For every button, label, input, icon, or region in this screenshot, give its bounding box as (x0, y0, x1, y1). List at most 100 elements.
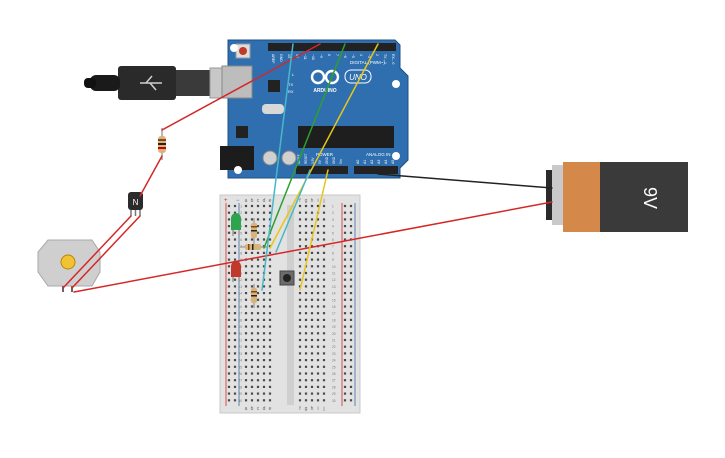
breadboard-hole[interactable] (262, 372, 266, 375)
breadboard-hole[interactable] (256, 318, 260, 321)
breadboard-hole[interactable] (322, 325, 326, 328)
breadboard-hole[interactable] (262, 204, 266, 208)
breadboard-hole[interactable] (322, 379, 326, 382)
breadboard-hole[interactable] (304, 225, 308, 228)
breadboard-hole[interactable] (343, 399, 347, 402)
breadboard-hole[interactable] (233, 318, 237, 321)
breadboard-hole[interactable] (316, 399, 320, 402)
breadboard-hole[interactable] (262, 332, 266, 335)
breadboard-hole[interactable] (250, 285, 254, 288)
breadboard-hole[interactable] (233, 238, 237, 241)
breadboard-holes[interactable] (227, 204, 353, 402)
breadboard-hole[interactable] (349, 278, 353, 281)
breadboard-hole[interactable] (310, 399, 314, 402)
breadboard-hole[interactable] (316, 278, 320, 281)
breadboard-hole[interactable] (322, 258, 326, 261)
breadboard-hole[interactable] (268, 245, 272, 248)
breadboard-hole[interactable] (233, 392, 237, 395)
breadboard-hole[interactable] (244, 399, 248, 402)
breadboard-hole[interactable] (244, 325, 248, 328)
breadboard-hole[interactable] (304, 399, 308, 402)
breadboard-hole[interactable] (304, 204, 308, 208)
breadboard-hole[interactable] (250, 265, 254, 268)
breadboard-hole[interactable] (250, 332, 254, 335)
green-led[interactable] (231, 213, 241, 236)
wires[interactable] (62, 43, 553, 293)
breadboard-hole[interactable] (298, 399, 302, 402)
breadboard-hole[interactable] (256, 298, 260, 301)
breadboard-hole[interactable] (250, 238, 254, 241)
breadboard-hole[interactable] (256, 399, 260, 402)
analog-header[interactable] (354, 166, 398, 174)
breadboard-hole[interactable] (233, 399, 237, 402)
breadboard-hole[interactable] (316, 318, 320, 321)
breadboard-hole[interactable] (256, 231, 260, 234)
breadboard-hole[interactable] (268, 265, 272, 268)
breadboard-hole[interactable] (227, 365, 231, 368)
breadboard-hole[interactable] (304, 372, 308, 375)
breadboard-hole[interactable] (349, 285, 353, 288)
breadboard-hole[interactable] (233, 365, 237, 368)
breadboard-hole[interactable] (298, 332, 302, 335)
breadboard-hole[interactable] (298, 218, 302, 221)
breadboard-hole[interactable] (322, 359, 326, 362)
breadboard-hole[interactable] (310, 278, 314, 281)
breadboard-hole[interactable] (298, 265, 302, 268)
breadboard-hole[interactable] (227, 211, 231, 214)
breadboard-hole[interactable] (250, 318, 254, 321)
breadboard-hole[interactable] (250, 372, 254, 375)
breadboard-hole[interactable] (268, 325, 272, 328)
breadboard-hole[interactable] (250, 365, 254, 368)
breadboard-hole[interactable] (310, 352, 314, 355)
breadboard-hole[interactable] (244, 265, 248, 268)
breadboard-hole[interactable] (310, 204, 314, 208)
breadboard-hole[interactable] (233, 359, 237, 362)
breadboard-hole[interactable] (244, 379, 248, 382)
breadboard-hole[interactable] (244, 338, 248, 342)
breadboard-hole[interactable] (298, 211, 302, 214)
breadboard-hole[interactable] (310, 365, 314, 368)
breadboard-hole[interactable] (349, 292, 353, 295)
breadboard-hole[interactable] (256, 211, 260, 214)
breadboard-hole[interactable] (250, 278, 254, 281)
led-resistor-2[interactable] (240, 244, 268, 250)
breadboard-hole[interactable] (227, 338, 231, 342)
breadboard-hole[interactable] (227, 245, 231, 248)
breadboard-hole[interactable] (268, 372, 272, 375)
breadboard-hole[interactable] (316, 372, 320, 375)
breadboard-hole[interactable] (262, 285, 266, 288)
breadboard-hole[interactable] (322, 399, 326, 402)
breadboard-hole[interactable] (310, 292, 314, 295)
breadboard-hole[interactable] (256, 305, 260, 308)
breadboard-hole[interactable] (322, 352, 326, 355)
breadboard-hole[interactable] (244, 385, 248, 388)
breadboard-hole[interactable] (262, 365, 266, 368)
breadboard-hole[interactable] (262, 385, 266, 388)
breadboard-hole[interactable] (233, 251, 237, 254)
breadboard-hole[interactable] (227, 318, 231, 321)
breadboard-hole[interactable] (322, 251, 326, 254)
breadboard-hole[interactable] (250, 211, 254, 214)
breadboard-hole[interactable] (227, 298, 231, 301)
breadboard-hole[interactable] (227, 305, 231, 308)
breadboard-hole[interactable] (304, 231, 308, 234)
breadboard-hole[interactable] (298, 379, 302, 382)
breadboard-hole[interactable] (298, 318, 302, 321)
breadboard-hole[interactable] (316, 325, 320, 328)
breadboard-hole[interactable] (268, 338, 272, 342)
breadboard-hole[interactable] (304, 379, 308, 382)
wire-red-motor-to-battery[interactable] (73, 201, 553, 293)
breadboard-hole[interactable] (343, 312, 347, 315)
breadboard-hole[interactable] (298, 305, 302, 308)
breadboard-hole[interactable] (298, 352, 302, 355)
breadboard-hole[interactable] (233, 305, 237, 308)
breadboard-hole[interactable] (343, 385, 347, 388)
breadboard-hole[interactable] (244, 211, 248, 214)
breadboard-hole[interactable] (268, 392, 272, 395)
breadboard-hole[interactable] (316, 231, 320, 234)
breadboard-hole[interactable] (349, 345, 353, 348)
breadboard-hole[interactable] (268, 365, 272, 368)
breadboard-hole[interactable] (322, 265, 326, 268)
wire-yellow-5v-to-button[interactable] (299, 169, 329, 291)
